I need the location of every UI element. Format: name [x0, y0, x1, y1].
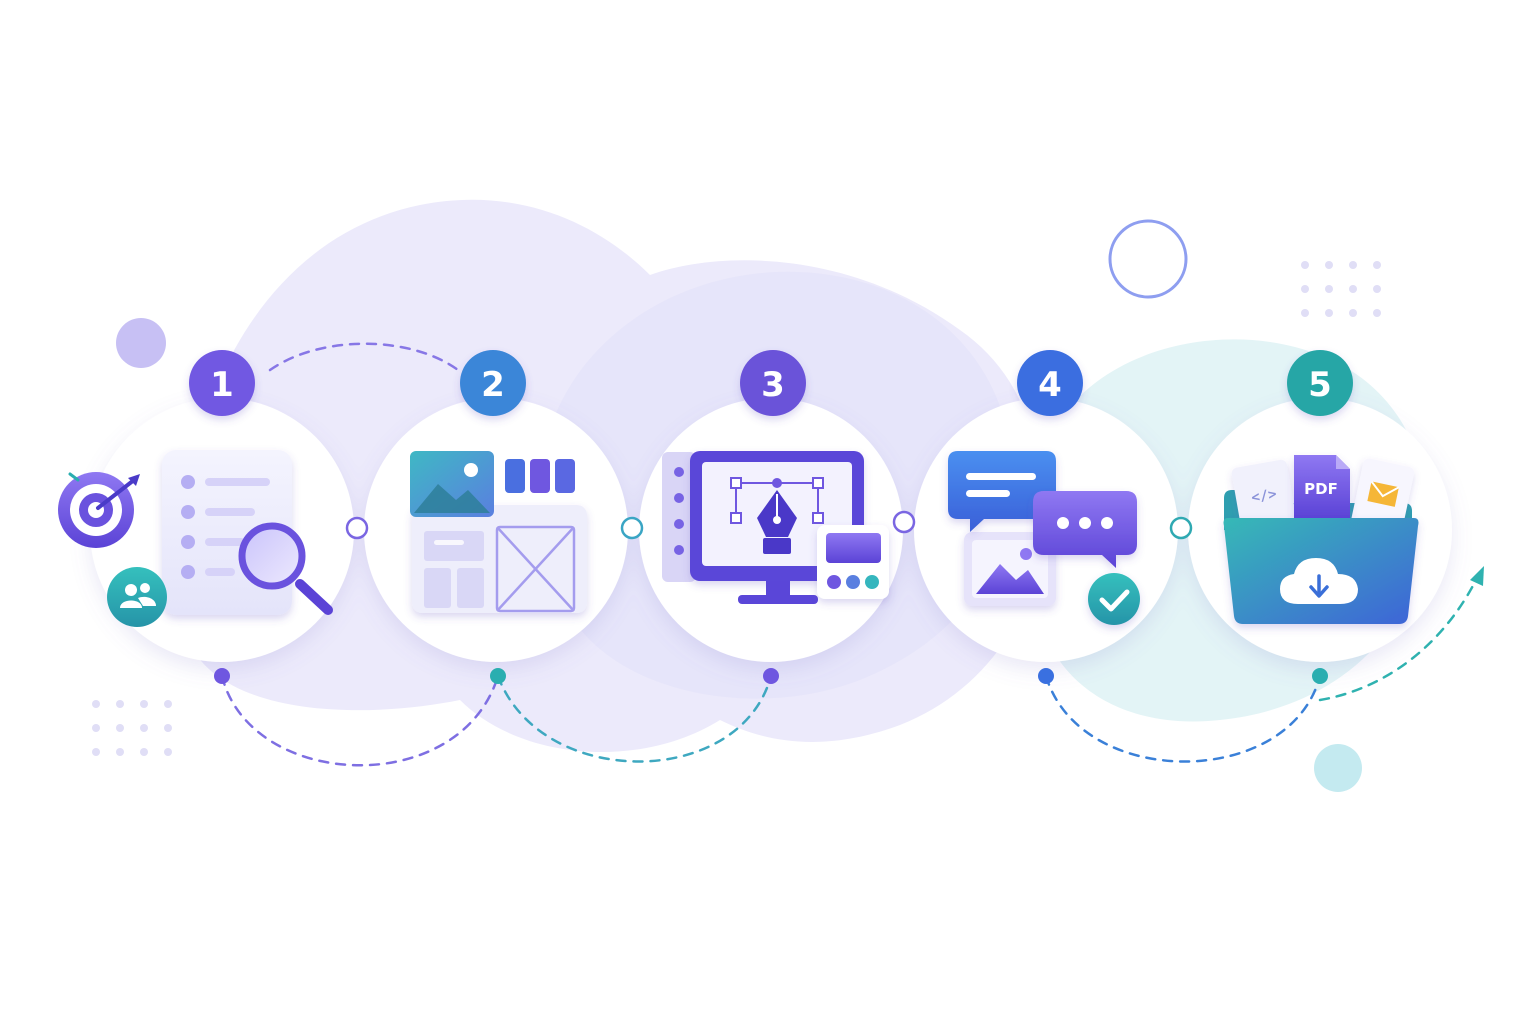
image-card-icon [964, 532, 1056, 606]
decor-dot [164, 700, 172, 708]
decor-dot [1325, 261, 1333, 269]
email-file-icon [1351, 458, 1415, 534]
bottom-arc-1-2 [220, 674, 500, 767]
step-5-number: 5 [1308, 365, 1332, 405]
message-bubble-icon [948, 451, 1056, 532]
decor-dot [92, 700, 100, 708]
decor-dot [116, 748, 124, 756]
decor-dot [1349, 261, 1357, 269]
decorations [92, 219, 1381, 792]
ring-1-2 [345, 516, 369, 540]
decor-dot [1373, 261, 1381, 269]
decor-dot [1325, 285, 1333, 293]
decor-ring [1108, 219, 1188, 299]
dot-grid-right [1301, 261, 1381, 317]
decor-dot [164, 724, 172, 732]
node-1 [214, 668, 230, 684]
pdf-label: PDF [1304, 480, 1338, 498]
decor-dot [92, 724, 100, 732]
ring-4-5 [1169, 516, 1193, 540]
code-label: </> [1250, 486, 1278, 506]
cloud-download-icon [1280, 558, 1358, 604]
wireframe-layout-icon [410, 451, 587, 613]
color-palette-icon [817, 525, 889, 599]
node-5 [1312, 668, 1328, 684]
decor-dot [140, 748, 148, 756]
connector-rings [345, 510, 1193, 540]
decor-dot [1301, 261, 1309, 269]
decor-dot [1373, 285, 1381, 293]
step-2-number: 2 [481, 365, 505, 405]
node-4 [1038, 668, 1054, 684]
decor-dot [1373, 309, 1381, 317]
trailing-arc [1318, 578, 1478, 702]
decor-dot [116, 700, 124, 708]
ring-3-4 [892, 510, 916, 534]
decor-dot [1301, 285, 1309, 293]
decor-dot [164, 748, 172, 756]
code-file-icon: </> [1231, 459, 1298, 537]
step-1-number: 1 [210, 365, 234, 405]
decor-purple-dot [116, 318, 166, 368]
decor-dot [1325, 309, 1333, 317]
bottom-arc-4-5 [1044, 674, 1322, 763]
step-4-number: 4 [1038, 365, 1062, 405]
decor-dot [140, 700, 148, 708]
node-2 [490, 668, 506, 684]
connectors [220, 342, 1478, 767]
step-5-badge: 5 [1287, 350, 1353, 416]
decor-dot [1301, 309, 1309, 317]
decor-teal-dot [1314, 744, 1362, 792]
target-icon [58, 472, 140, 548]
step-2-badge: 2 [460, 350, 526, 416]
delivery-folder-icon: </> PDF [1223, 455, 1419, 624]
decor-dot [116, 724, 124, 732]
dot-grid-left [92, 700, 172, 756]
feedback-chat-icon [948, 451, 1140, 625]
decor-dot [140, 724, 148, 732]
check-icon [1088, 573, 1140, 625]
ring-2-3 [620, 516, 644, 540]
bottom-arc-2-3 [496, 674, 773, 763]
pdf-file-icon: PDF [1294, 455, 1350, 518]
step-1-badge: 1 [189, 350, 255, 416]
step-4-badge: 4 [1017, 350, 1083, 416]
image-thumbnail-icon [410, 451, 494, 517]
decor-dot [1349, 285, 1357, 293]
trailing-arrowhead [1470, 566, 1484, 586]
typing-bubble-icon [1033, 491, 1137, 568]
placeholder-box-icon [495, 525, 576, 613]
bottom-nodes [214, 668, 1328, 684]
pen-tool-icon [730, 477, 824, 554]
decor-dot [1349, 309, 1357, 317]
step-3-badge: 3 [740, 350, 806, 416]
decor-dot [92, 748, 100, 756]
research-document-icon [58, 450, 333, 627]
magnifier-icon [238, 522, 333, 615]
design-monitor-pen-icon [662, 451, 889, 604]
node-3 [763, 668, 779, 684]
top-arc-1-2 [268, 342, 460, 372]
users-icon [107, 567, 167, 627]
step-3-number: 3 [761, 365, 785, 405]
